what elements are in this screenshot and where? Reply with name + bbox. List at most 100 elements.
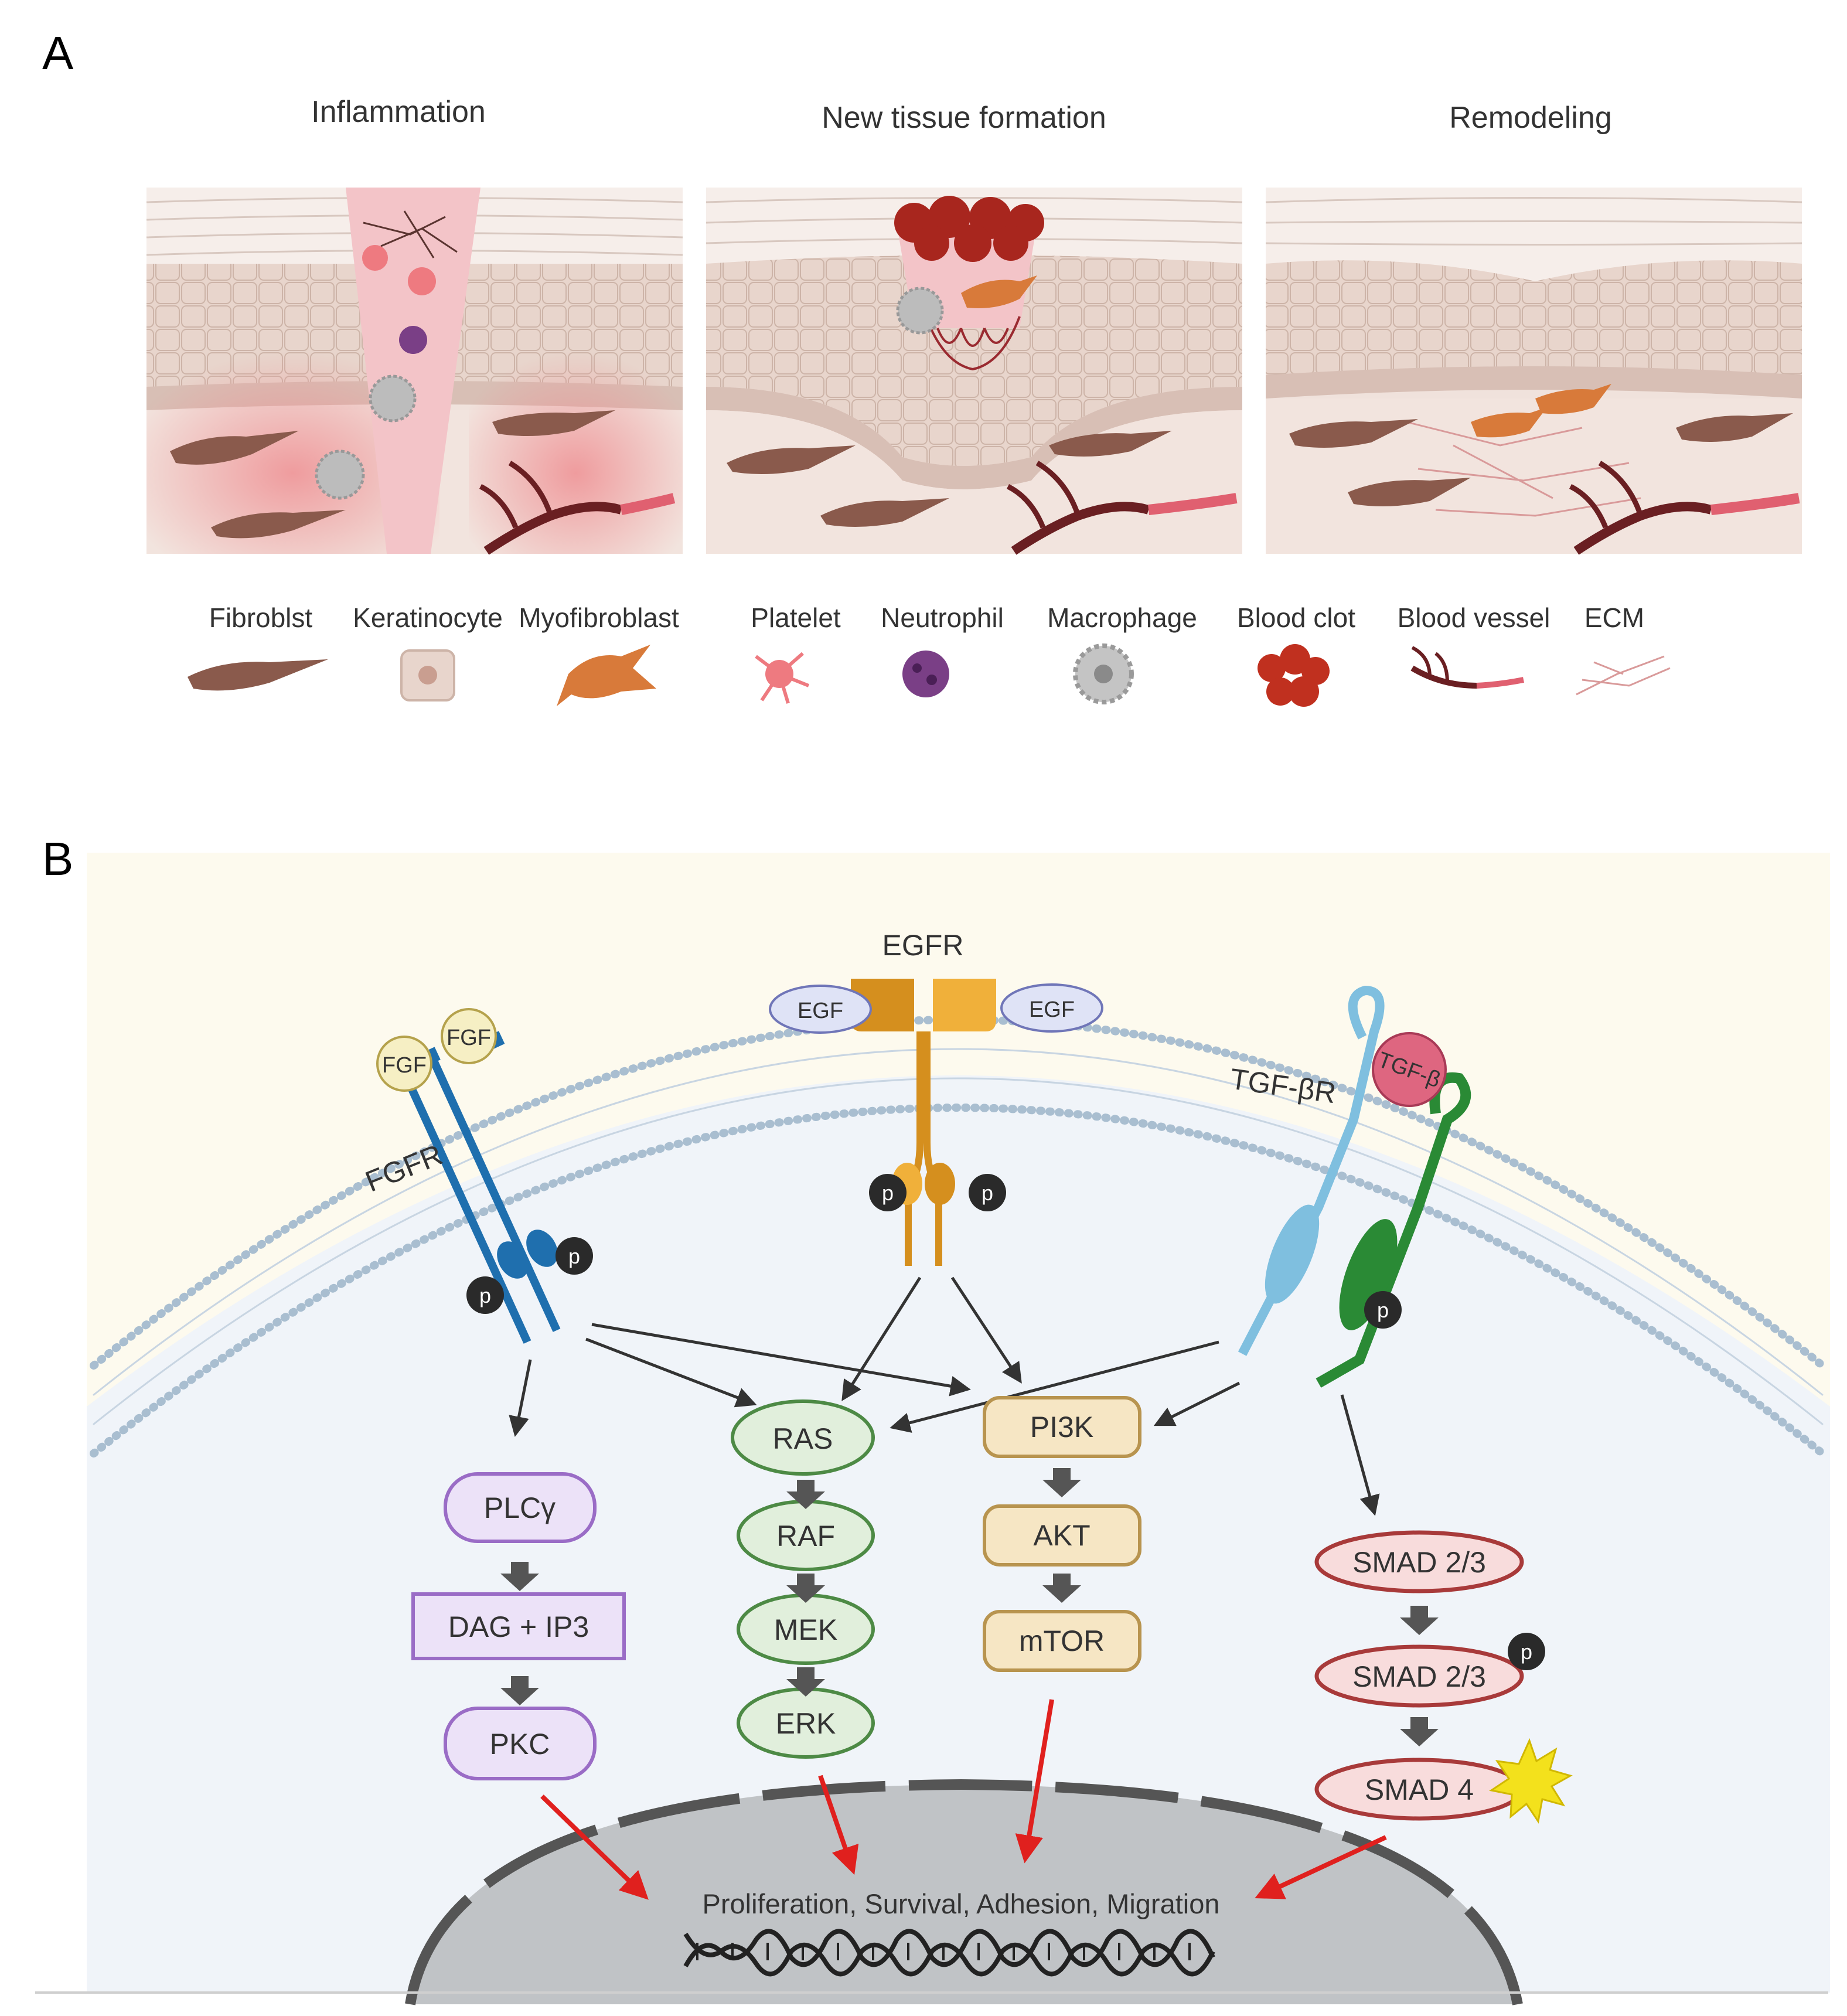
macrophage-cell — [896, 287, 944, 335]
egfr-phospho-left-label: p — [882, 1181, 894, 1205]
node-ras-label: RAS — [773, 1422, 833, 1455]
node-akt: AKT — [983, 1504, 1141, 1567]
egf-ligand-left-label: EGF — [798, 999, 843, 1023]
legend-label-myofibroblast: Myofibroblast — [519, 602, 679, 633]
egf-ligand-right: EGF — [1000, 983, 1103, 1033]
skin-panel-new-tissue — [706, 188, 1243, 555]
fgf-ligand-label-1: FGF — [382, 1053, 427, 1078]
fgfr-phospho-2: p — [556, 1237, 593, 1275]
arrow-fgfr-plc — [509, 1359, 532, 1437]
legend-label-fibroblast: Fibroblst — [209, 602, 313, 633]
stage-title-inflammation: Inflammation — [311, 95, 486, 129]
node-plcg: PLCγ — [444, 1472, 597, 1543]
step-arrows — [500, 1468, 1439, 1746]
egfr-phospho-right-label: p — [982, 1181, 993, 1205]
legend: Fibroblst Keratinocyte Myofibroblast Pla… — [188, 602, 1671, 707]
legend-label-macrophage: Macrophage — [1047, 602, 1197, 633]
red-arrow-erk — [818, 1775, 859, 1875]
nuclear-arrows — [540, 1699, 1387, 1900]
node-ras: RAS — [731, 1399, 875, 1476]
node-smad4: SMAD 4 — [1314, 1738, 1573, 1824]
skin-panel-inflammation — [146, 188, 683, 555]
fibroblast-cells — [170, 410, 615, 539]
macrophage-icon — [1073, 643, 1134, 704]
macrophage-cells — [315, 374, 417, 500]
node-smad23: SMAD 2/3 — [1314, 1530, 1524, 1593]
red-arrow-pkc — [540, 1794, 649, 1900]
skin-panel-remodeling — [1265, 188, 1802, 555]
dna-helix-icon — [683, 1929, 1215, 1977]
node-smad23-phospho-label: SMAD 2/3 — [1352, 1660, 1486, 1693]
fgfr-phospho-label-1: p — [479, 1283, 491, 1307]
blood-clot-icon — [1258, 644, 1330, 707]
legend-label-keratinocyte: Keratinocyte — [353, 602, 503, 633]
egf-ligand-left: EGF — [769, 985, 872, 1034]
node-smad4-label: SMAD 4 — [1365, 1773, 1474, 1806]
legend-label-neutrophil: Neutrophil — [881, 602, 1004, 633]
nucleus — [405, 1779, 1523, 2005]
legend-label-platelet: Platelet — [751, 602, 841, 633]
egf-ligand-right-label: EGF — [1029, 997, 1075, 1022]
node-erk: ERK — [737, 1687, 875, 1759]
arrow-egfr-ras — [841, 1276, 922, 1401]
arrow-fgfr-ras — [585, 1337, 757, 1408]
stage-title-remodeling: Remodeling — [1449, 101, 1612, 135]
fgf-ligand-label-2: FGF — [447, 1026, 491, 1050]
red-arrow-mtor — [1015, 1699, 1054, 1864]
fibroblast-icon — [188, 659, 328, 691]
egfr-label: EGFR — [882, 929, 964, 962]
nucleus-output-text: Proliferation, Survival, Adhesion, Migra… — [703, 1888, 1220, 1919]
egfr-receptor — [851, 979, 996, 1266]
neutrophil-icon — [902, 651, 949, 697]
node-pkc-label: PKC — [490, 1728, 550, 1760]
node-akt-label: AKT — [1033, 1519, 1090, 1552]
smad-phospho-label: p — [1521, 1640, 1532, 1664]
arrow-fgfr-pi3k — [591, 1323, 971, 1397]
egfr-phospho-right: p — [969, 1174, 1006, 1211]
fgf-ligand-2: FGF — [441, 1008, 497, 1064]
blood-vessel — [479, 461, 676, 555]
legend-label-blood-vessel: Blood vessel — [1398, 602, 1550, 633]
platelet-icon — [755, 652, 810, 704]
node-dag-ip3-label: DAG + IP3 — [448, 1610, 589, 1643]
arrow-tgfbr-ras — [890, 1340, 1219, 1433]
stage-title-new-tissue: New tissue formation — [822, 101, 1106, 135]
node-smad23-label: SMAD 2/3 — [1352, 1546, 1486, 1579]
capillary-loops — [925, 316, 1021, 371]
smad4-cofactor-star — [1489, 1738, 1573, 1824]
platelet-cells — [362, 245, 436, 295]
node-raf: RAF — [737, 1500, 875, 1571]
node-dag-ip3: DAG + IP3 — [411, 1592, 626, 1660]
ecm-fibers — [1406, 421, 1641, 517]
node-mtor-label: mTOR — [1019, 1625, 1105, 1657]
node-plcg-label: PLCγ — [484, 1491, 556, 1524]
tgfbr-phospho: p — [1364, 1291, 1402, 1329]
smad-phospho-circle — [1508, 1633, 1545, 1670]
myofibroblast-icon — [557, 645, 656, 706]
legend-label-ecm: ECM — [1584, 602, 1644, 633]
node-raf-label: RAF — [776, 1520, 835, 1552]
node-mek-label: MEK — [774, 1613, 837, 1646]
arrow-tgfbr-smad — [1340, 1394, 1380, 1516]
egfr-phospho-left: p — [869, 1174, 907, 1211]
panel-a-letter: A — [42, 27, 74, 79]
blood-clot — [894, 196, 1044, 262]
arrow-tgfbr-pi3k — [1153, 1381, 1241, 1426]
node-mtor: mTOR — [983, 1610, 1141, 1672]
fgfr-phospho-1: p — [466, 1276, 504, 1314]
node-mek: MEK — [737, 1593, 875, 1665]
tgfbr-phospho-label: p — [1377, 1298, 1389, 1322]
fgfr-phospho-label-2: p — [568, 1244, 580, 1268]
fgf-ligand-1: FGF — [376, 1036, 432, 1092]
neutrophil-cell — [399, 326, 427, 354]
cell-diagram: FGF FGF FGFR p p EGFR EGF — [87, 853, 1830, 2005]
tgfb-ligand: TGF-β — [1372, 1032, 1447, 1107]
node-smad23-phospho: SMAD 2/3 p — [1314, 1633, 1545, 1708]
ecm-icon — [1576, 655, 1671, 696]
legend-label-blood-clot: Blood clot — [1237, 602, 1355, 633]
blood-vessel-icon — [1410, 646, 1524, 689]
node-erk-label: ERK — [776, 1707, 836, 1740]
arrow-egfr-pi3k — [950, 1276, 1022, 1384]
node-pkc: PKC — [444, 1707, 597, 1780]
